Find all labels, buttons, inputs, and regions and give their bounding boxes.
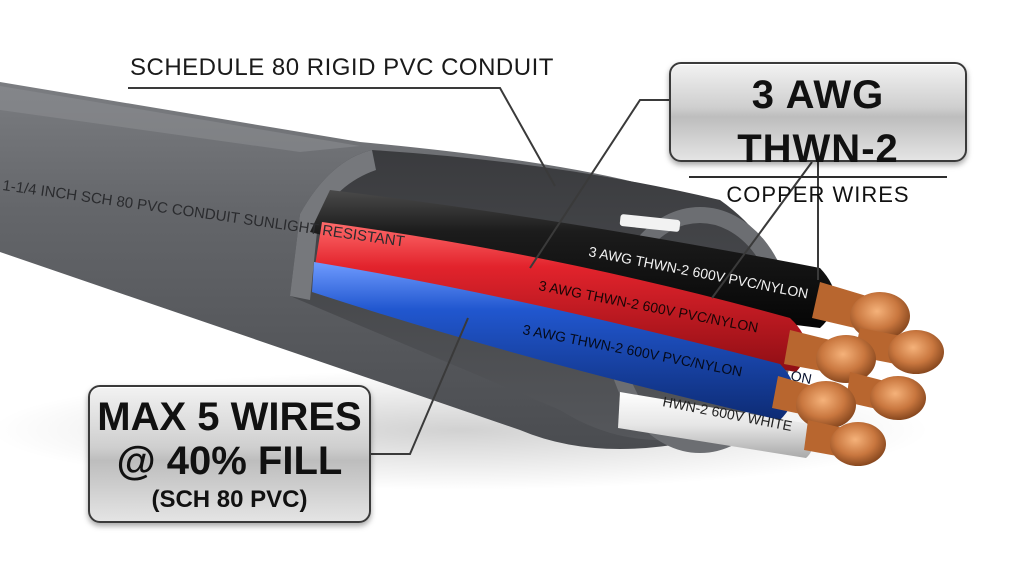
wire-white	[618, 392, 814, 458]
wire-spec-callout: 3 AWG THWN-2 COPPER WIRES	[669, 62, 967, 207]
wire-spec-title: 3 AWG THWN-2	[689, 68, 947, 178]
copper-end	[772, 376, 856, 429]
copper-end	[812, 282, 910, 340]
copper-end	[804, 420, 886, 466]
leader-fill	[371, 317, 469, 455]
copper-end	[846, 372, 926, 420]
copper-conductors	[772, 282, 944, 466]
conduit-wall-edge	[290, 150, 376, 300]
wire-hidden-fragment: ON	[789, 367, 813, 387]
fill-capacity-line2: @ 40% FILL	[116, 439, 343, 483]
leader-conduit-title	[128, 87, 556, 187]
copper-end	[784, 330, 876, 383]
conduit-highlight	[0, 86, 360, 152]
wire-material-subtitle: COPPER WIRES	[726, 182, 910, 207]
wire-blue	[312, 262, 794, 420]
fill-capacity-callout: MAX 5 WIRES @ 40% FILL (SCH 80 PVC)	[88, 385, 371, 523]
fill-capacity-line1: MAX 5 WIRES	[97, 395, 362, 439]
wire-black	[310, 190, 835, 328]
leader-wire-spec-a	[711, 161, 813, 299]
wire-red	[314, 222, 807, 372]
conduit-cut-highlight	[619, 214, 681, 232]
fill-capacity-line3: (SCH 80 PVC)	[151, 486, 308, 513]
conduit-title-label: SCHEDULE 80 RIGID PVC CONDUIT	[130, 54, 554, 81]
leader-lines	[128, 87, 819, 455]
leader-wire-spec-red	[529, 99, 669, 269]
